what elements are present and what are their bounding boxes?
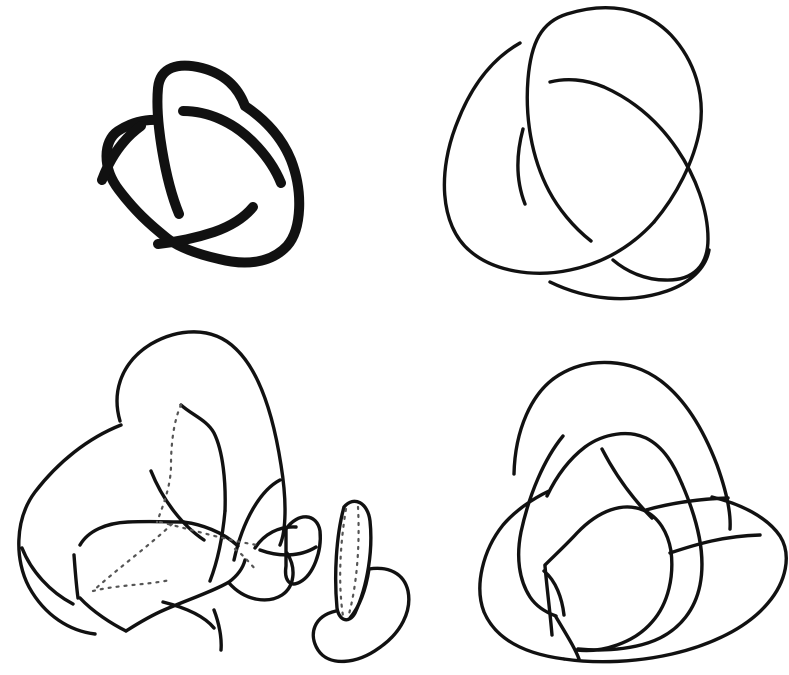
seifert-surface <box>480 362 786 661</box>
cut-surface <box>19 332 409 662</box>
trefoil-knot-diagram <box>102 66 299 263</box>
trefoil-knot-smooth <box>444 8 709 299</box>
